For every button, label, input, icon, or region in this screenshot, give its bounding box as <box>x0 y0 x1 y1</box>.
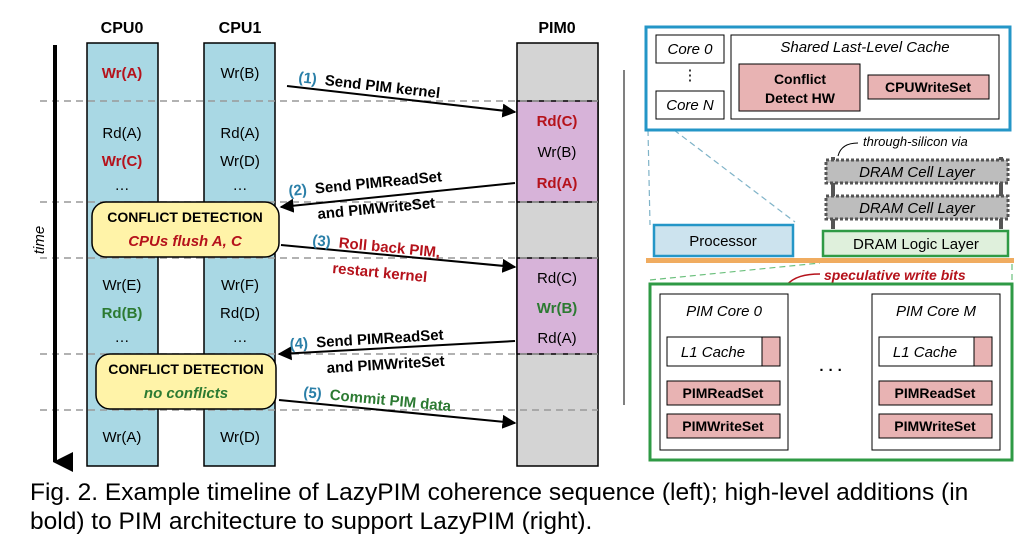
step-number: (4) <box>289 335 308 353</box>
step-3-label-line2: restart kernel <box>332 260 428 286</box>
cpu1-ellipsis: … <box>233 329 248 346</box>
step-2-arrow <box>279 182 516 213</box>
cpu1-op: Rd(D) <box>220 305 260 322</box>
pim-op: Wr(B) <box>538 144 577 161</box>
shared-llc-label: Shared Last-Level Cache <box>780 39 949 56</box>
cpu1-op: Wr(D) <box>220 429 260 446</box>
step-3-arrow <box>280 244 517 273</box>
speculative-bits-box <box>761 336 781 367</box>
pim-block-1 <box>516 100 599 203</box>
pim-write-set-label: PIMWriteSet <box>894 418 976 434</box>
cpu1-op: Wr(D) <box>220 153 260 170</box>
tsv-label: through-silicon via <box>863 134 968 149</box>
pim-read-set-label: PIMReadSet <box>683 385 764 401</box>
dram-cell-layer-2-label: DRAM Cell Layer <box>859 200 976 217</box>
step-number: (5) <box>303 384 323 403</box>
conflict-detection-title: CONFLICT DETECTION <box>108 361 264 377</box>
step-5-arrow <box>278 399 517 429</box>
processor-label: Processor <box>689 233 757 250</box>
conflict-detection-title: CONFLICT DETECTION <box>107 209 263 225</box>
speculative-bits-box <box>973 336 993 367</box>
core-n-label: Core N <box>666 97 714 114</box>
pim-write-set-label: PIMWriteSet <box>682 418 764 434</box>
conflict-detection-result: no conflicts <box>144 385 228 402</box>
speculative-write-bits-label: speculative write bits <box>824 267 966 283</box>
core-0-box <box>655 34 725 64</box>
step-number: (1) <box>298 69 318 88</box>
processor-block <box>652 223 795 258</box>
pim-core-0-label: PIM Core 0 <box>686 303 763 320</box>
pim-core-m-label: PIM Core M <box>896 303 977 320</box>
conflict-detection-result: CPUs flush A, C <box>128 233 243 250</box>
time-dividers <box>40 100 598 411</box>
cpu0-op: Rd(B) <box>102 305 143 322</box>
core-0-label: Core 0 <box>667 41 713 58</box>
conflict-detect-hw-label: Detect HW <box>765 90 836 106</box>
pim-read-set-box <box>666 380 781 406</box>
cpu0-op: Wr(A) <box>102 65 143 82</box>
figure-caption: Fig. 2. Example timeline of LazyPIM cohe… <box>30 479 969 535</box>
cpu0-header: CPU0 <box>101 20 144 37</box>
core-vdots: ⋮ <box>683 67 698 84</box>
step-4-arrow <box>277 340 516 361</box>
cpu0-op: Rd(A) <box>102 125 141 142</box>
dram-cell-layer-2 <box>824 194 1010 221</box>
cpu1-header: CPU1 <box>219 20 262 37</box>
pim-read-set-label: PIMReadSet <box>895 385 976 401</box>
pim-core-hdots: · · · <box>819 362 842 379</box>
pim-op: Rd(C) <box>537 270 577 287</box>
pim-op: Rd(C) <box>537 113 578 130</box>
projection-lines-pim <box>649 262 1013 281</box>
cpu1-op: Rd(A) <box>220 125 259 142</box>
pim-op: Rd(A) <box>537 330 576 347</box>
cpu1-ellipsis: … <box>233 177 248 194</box>
cpu-write-set-box <box>867 74 990 100</box>
time-label: time <box>31 226 48 254</box>
dram-logic-layer-label: DRAM Logic Layer <box>853 236 979 253</box>
dram-cell-layer-1 <box>824 158 1010 185</box>
tsv-pointer <box>837 142 859 157</box>
step-2-label-line2: and PIMWriteSet <box>317 195 436 223</box>
pim0-header: PIM0 <box>538 20 575 37</box>
dram-logic-layer <box>821 229 1010 258</box>
pim-op: Rd(A) <box>537 175 578 192</box>
core-n-box <box>655 90 725 120</box>
tsv-columns <box>831 157 1003 229</box>
interposer <box>646 258 1014 263</box>
cpu0-ellipsis: … <box>115 177 130 194</box>
pim-read-set-box <box>878 380 993 406</box>
conflict-detection-box-2 <box>95 353 277 410</box>
pim-write-set-box <box>878 413 993 439</box>
projection-lines <box>647 129 796 226</box>
step-number: (2) <box>288 181 308 200</box>
pim-op: Wr(B) <box>537 300 578 317</box>
l1-cache-label: L1 Cache <box>893 344 957 361</box>
cpu0-op: Wr(C) <box>102 153 143 170</box>
pim-write-set-box <box>666 413 781 439</box>
conflict-detection-box-1 <box>91 201 280 258</box>
l1-cache-label: L1 Cache <box>681 344 745 361</box>
cpu-write-set-label: CPUWriteSet <box>885 79 971 95</box>
cpu0-op: Wr(E) <box>103 277 142 294</box>
l1-cache-box <box>878 336 993 367</box>
conflict-detect-hw-box <box>738 63 861 112</box>
step-4-label-line2: and PIMWriteSet <box>326 353 445 377</box>
lazypim-figure: CPU0 CPU1 PIM0 time Wr(A) Rd(A) Wr(C) … … <box>31 20 1014 472</box>
step-number: (3) <box>312 232 332 251</box>
step-1-label: (1) Send PIM kernel <box>298 69 441 102</box>
cpu1-op: Wr(B) <box>221 65 260 82</box>
dram-cell-layer-1-label: DRAM Cell Layer <box>859 164 976 181</box>
cpu0-ellipsis: … <box>115 329 130 346</box>
cpu1-op: Wr(F) <box>221 277 259 294</box>
step-3-label: (3) Roll back PIM, <box>312 232 441 261</box>
step-1-arrow <box>286 85 517 118</box>
conflict-detect-hw-label: Conflict <box>774 71 826 87</box>
cpu0-op: Wr(A) <box>103 429 142 446</box>
